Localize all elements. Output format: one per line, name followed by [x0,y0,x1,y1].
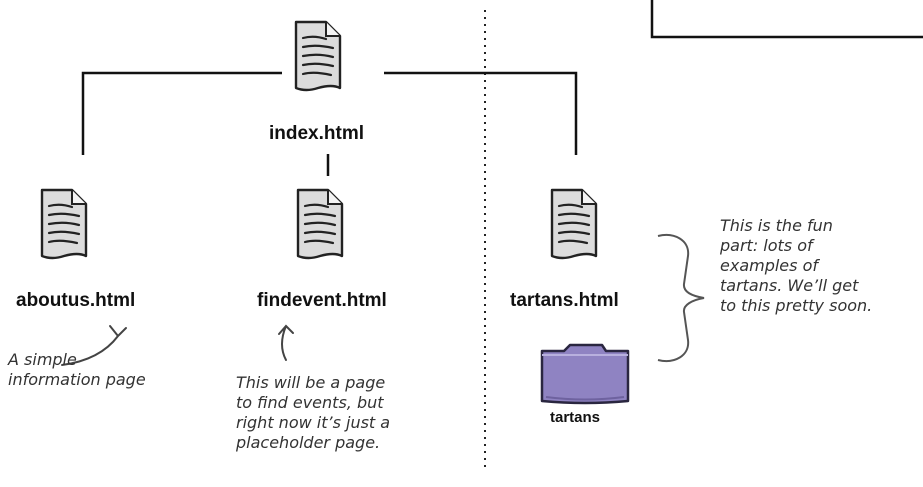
html-file-icon[interactable] [294,20,342,92]
file-label-findevent: findevent.html [257,290,387,311]
note-tartans: This is the fun part: lots of examples o… [720,216,873,315]
arrow-about [61,325,127,366]
curly-brace [657,234,705,362]
note-about: A simple information page [8,350,146,389]
html-file-icon[interactable] [550,188,598,260]
file-label-index: index.html [269,123,365,144]
note-findevent: This will be a page to find events, but … [236,373,391,452]
file-label-aboutus: aboutus.html [16,290,136,311]
connector-right [384,71,578,155]
file-label-tartans: tartans.html [510,290,619,311]
folder-label-tartans: tartans [550,409,601,426]
folder-icon[interactable] [540,343,630,405]
top-right-box [650,0,923,39]
html-file-icon[interactable] [296,188,344,260]
connector-left [81,71,282,155]
html-file-icon[interactable] [40,188,88,260]
arrow-findevent [278,324,294,361]
